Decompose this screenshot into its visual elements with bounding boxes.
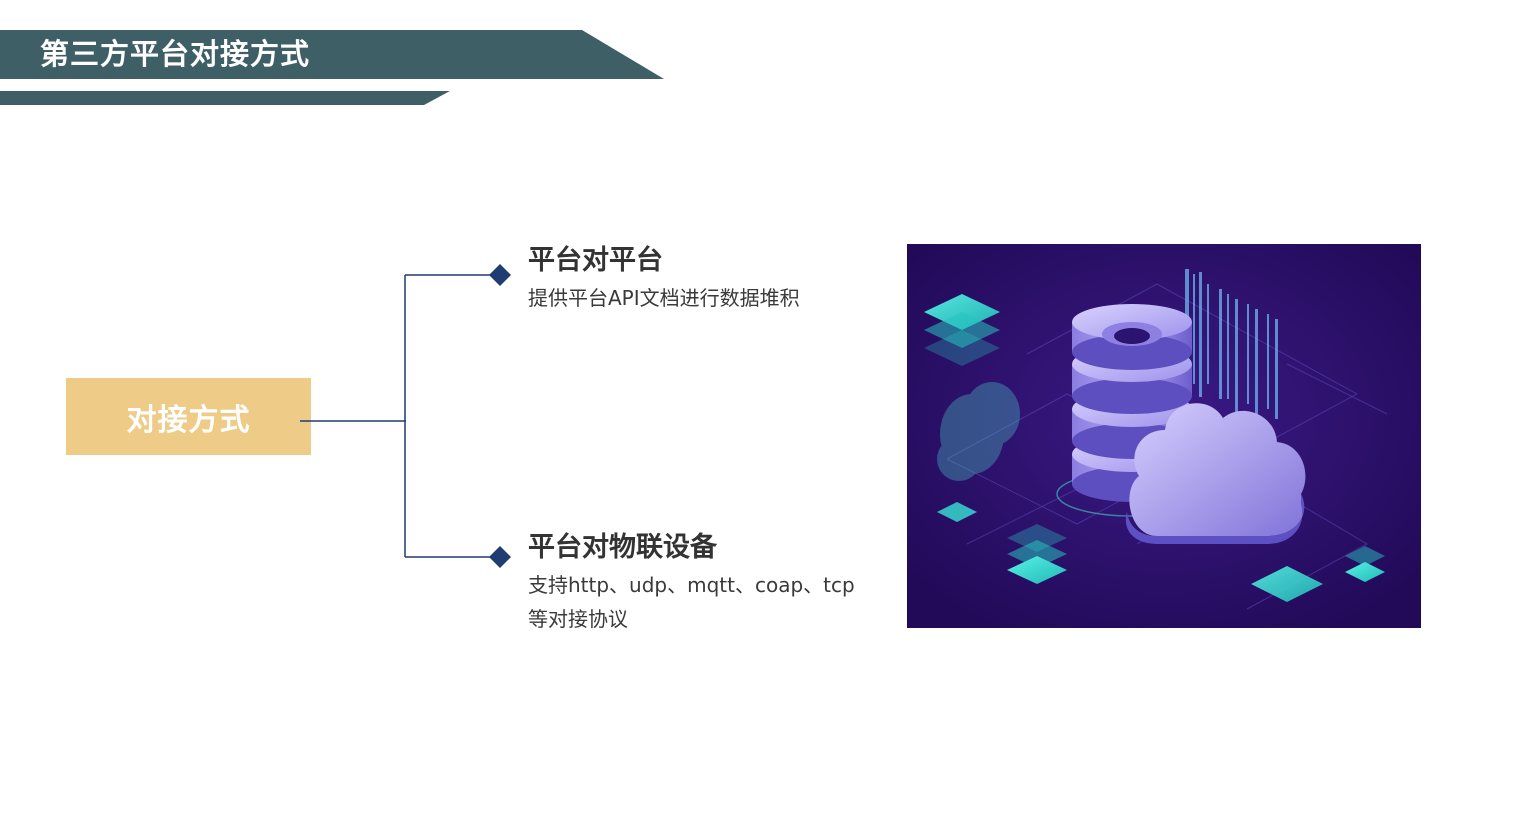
header-banner [0, 30, 664, 79]
isometric-tile-icon [924, 294, 1000, 366]
diamond-marker-icon [489, 546, 511, 568]
diamond-marker-icon [489, 264, 511, 286]
page-title: 第三方平台对接方式 [40, 37, 311, 71]
isometric-tile-icon [1007, 524, 1067, 584]
database-cloud-illustration [907, 244, 1421, 628]
branch-desc-iot: 支持http、udp、mqtt、coap、tcp等对接协议 [528, 573, 855, 631]
branch-title-platform: 平台对平台 [528, 245, 663, 276]
cloud-icon [1125, 403, 1306, 544]
branch-title-iot: 平台对物联设备 [528, 532, 717, 563]
tree-connector [300, 264, 511, 568]
branch-desc-platform: 提供平台API文档进行数据堆积 [528, 286, 800, 310]
header-accent-bar [0, 91, 450, 105]
center-topic-box: 对接方式 [66, 378, 311, 455]
center-topic-label: 对接方式 [126, 402, 251, 438]
